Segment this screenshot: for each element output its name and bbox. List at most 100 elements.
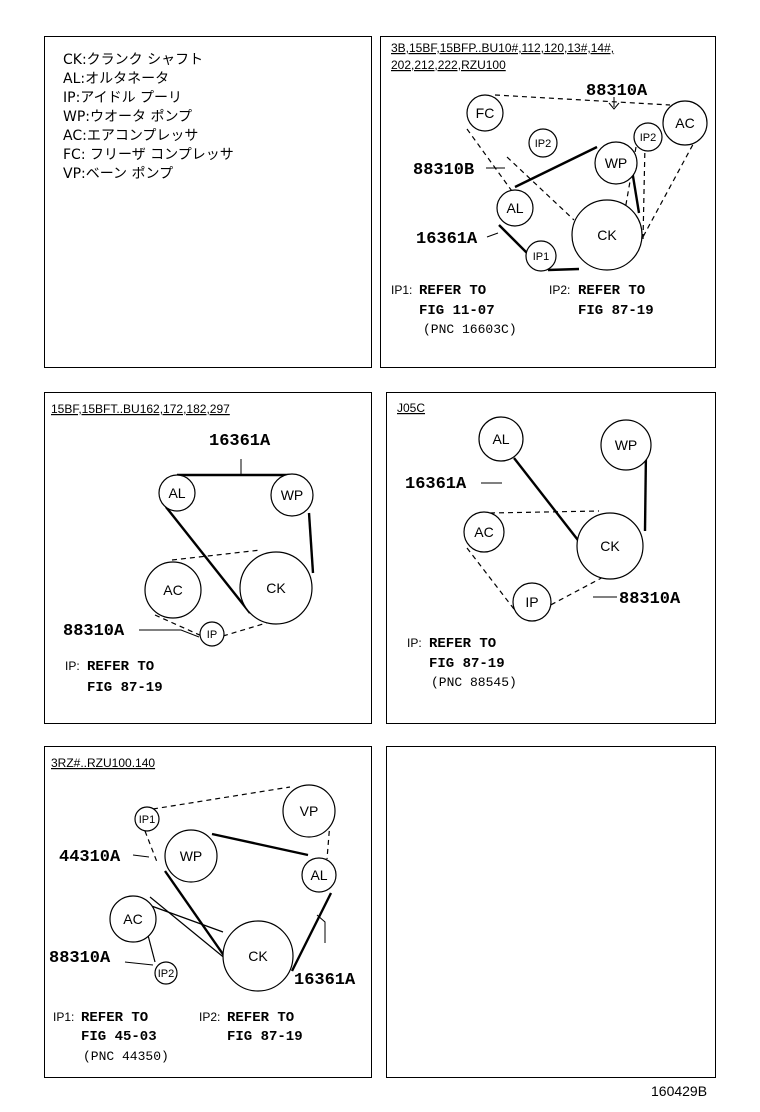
panel-heading-line2: 202,212,222,RZU100 <box>391 58 506 72</box>
pulley-ip: IP <box>199 621 225 647</box>
pulley-ip2-left: IP2 <box>528 128 558 158</box>
note-ip1-refer: REFER TO <box>419 283 486 299</box>
pulley-ip2-label: IP2 <box>158 968 175 980</box>
belt-88310a <box>466 510 610 614</box>
pulley-ip1: IP1 <box>134 806 160 832</box>
belt-diagram-panel-3rz: 3RZ#..RZU100.140 IP1 VP WP <box>44 746 372 1078</box>
pulley-ac: AC <box>144 561 202 619</box>
leader-lines <box>139 459 242 638</box>
note-ip2-tag: IP2: <box>199 1010 220 1024</box>
pulley-ck-label: CK <box>600 538 620 554</box>
belt-44310a <box>144 786 331 863</box>
note-ip2-fig: FIG 87-19 <box>227 1029 303 1045</box>
pulley-fc: FC <box>466 94 504 132</box>
panel-heading: 3RZ#..RZU100.140 <box>51 756 155 770</box>
part-88310a: 88310A <box>619 590 681 609</box>
note-ip-refer: REFER TO <box>87 659 154 675</box>
legend-item-fc: FC: フリーザ コンプレッサ <box>63 147 234 163</box>
pulley-ck: CK <box>576 512 644 580</box>
part-16361a: 16361A <box>416 230 478 249</box>
belt-diagram-panel-15bf: 15BF,15BFT..BU162,172,182,297 AL WP AC C… <box>44 392 372 724</box>
belt-88310a <box>154 549 274 642</box>
note-ip-fig: FIG 87-19 <box>429 656 505 672</box>
note-ip1-tag: IP1: <box>391 283 412 297</box>
belt-diagram-15bf: 15BF,15BFT..BU162,172,182,297 AL WP AC C… <box>51 402 315 696</box>
pulley-al-label: AL <box>492 431 509 447</box>
pulley-ac-label: AC <box>675 115 694 131</box>
pulley-ac-label: AC <box>474 524 493 540</box>
pulley-ip2-left-label: IP2 <box>535 138 552 150</box>
figure-code: 160429B <box>651 1083 708 1099</box>
note-ip2-tag: IP2: <box>549 283 570 297</box>
pulley-ck-label: CK <box>597 227 617 243</box>
pulley-al-label: AL <box>506 200 523 216</box>
pulley-ip1-label: IP1 <box>139 814 156 826</box>
pulley-wp-label: WP <box>281 487 304 503</box>
note-ip1-pnc: (PNC 16603C) <box>423 322 517 337</box>
note-ip-tag: IP: <box>65 659 80 673</box>
pulley-al: AL <box>496 189 534 227</box>
belt-16361a <box>165 473 315 614</box>
belt-16361a <box>164 832 333 972</box>
belt-diagram-3rz: 3RZ#..RZU100.140 IP1 VP WP <box>49 756 356 1064</box>
part-16361a: 16361A <box>294 971 356 990</box>
part-44310a: 44310A <box>59 848 121 867</box>
panel-heading-line1: 3B,15BF,15BFP..BU10#,112,120,13#,14#, <box>391 41 614 55</box>
note-ip1-fig: FIG 45-03 <box>81 1029 157 1045</box>
note-ip2-fig: FIG 87-19 <box>578 303 654 319</box>
legend-item-vp: VP:ベーン ポンプ <box>63 166 174 182</box>
pulley-ip2: IP2 <box>154 961 178 985</box>
pulley-wp: WP <box>600 419 652 471</box>
pulley-al: AL <box>301 857 337 893</box>
belt-diagram-panel-3b: 3B,15BF,15BFP..BU10#,112,120,13#,14#, 20… <box>380 36 716 368</box>
pulley-ip1: IP1 <box>525 240 557 272</box>
pulley-ip-label: IP <box>207 629 217 641</box>
note-ip1-fig: FIG 11-07 <box>419 303 495 319</box>
pulley-ck: CK <box>222 920 294 992</box>
note-ip1-pnc: (PNC 44350) <box>83 1049 169 1064</box>
note-ip2-refer: REFER TO <box>227 1010 294 1026</box>
pulley-vp: VP <box>282 784 336 838</box>
pulley-ip2-right-label: IP2 <box>640 132 657 144</box>
pulley-vp-label: VP <box>300 803 319 819</box>
pulley-ac-label: AC <box>123 911 142 927</box>
belt-16361a <box>513 449 648 554</box>
note-ip1-tag: IP1: <box>53 1010 74 1024</box>
part-88310a: 88310A <box>586 82 648 101</box>
pulley-wp-label: WP <box>615 437 638 453</box>
note-ip2-refer: REFER TO <box>578 283 645 299</box>
pulley-wp: WP <box>270 473 314 517</box>
pulley-ck-label: CK <box>266 580 286 596</box>
pulley-ac: AC <box>662 100 708 146</box>
pulley-fc-label: FC <box>476 105 495 121</box>
pulley-ac-label: AC <box>163 582 182 598</box>
part-16361a: 16361A <box>209 432 271 451</box>
pulley-ck-label: CK <box>248 948 268 964</box>
note-ip1-refer: REFER TO <box>81 1010 148 1026</box>
note-ip-fig: FIG 87-19 <box>87 680 163 696</box>
belt-16361a <box>498 224 580 272</box>
note-ip-pnc: (PNC 88545) <box>431 675 517 690</box>
leader-lines <box>124 854 326 966</box>
belt-diagram-panel-j05c: J05C AL WP AC CK IP <box>386 392 716 724</box>
pulley-wp: WP <box>594 141 638 185</box>
belt-88310b <box>514 145 641 214</box>
part-88310a: 88310A <box>49 949 111 968</box>
belt-diagram-3b: 3B,15BF,15BFP..BU10#,112,120,13#,14#, 20… <box>391 41 708 337</box>
panel-heading: 15BF,15BFT..BU162,172,182,297 <box>51 402 230 416</box>
pulley-wp-label: WP <box>180 848 203 864</box>
pulley-ip2-right: IP2 <box>633 122 663 152</box>
pulley-al: AL <box>158 474 196 512</box>
note-ip-tag: IP: <box>407 636 422 650</box>
legend-item-wp: WP:ウオータ ポンプ <box>63 109 193 125</box>
pulley-al: AL <box>478 416 524 462</box>
part-88310a: 88310A <box>63 622 125 641</box>
empty-panel <box>386 746 716 1078</box>
belt-diagram-j05c: J05C AL WP AC CK IP <box>397 401 681 690</box>
pulley-wp: WP <box>164 829 218 883</box>
pulley-al-label: AL <box>310 867 327 883</box>
part-88310b: 88310B <box>413 161 474 180</box>
pulley-ip1-label: IP1 <box>533 251 550 263</box>
note-ip-refer: REFER TO <box>429 636 496 652</box>
legend-item-ip: IP:アイドル プーリ <box>63 90 183 106</box>
